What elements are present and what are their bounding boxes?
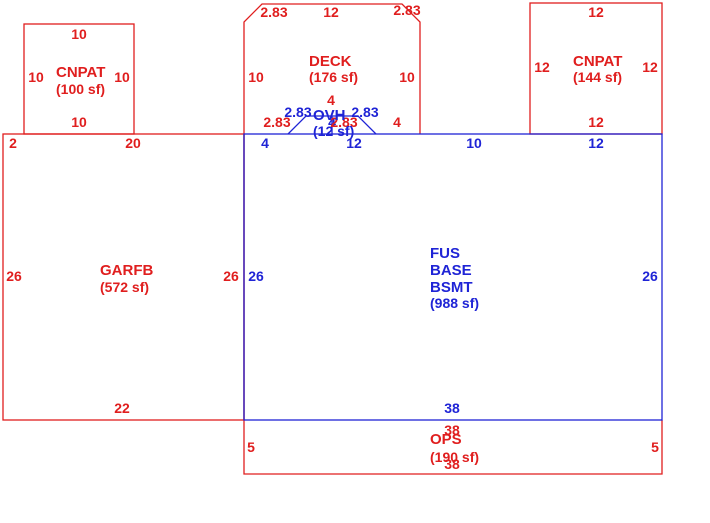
garfb-dim-top: 20 [125, 135, 141, 151]
fus-dim-top-left: 4 [261, 135, 269, 151]
deck-dim-left: 10 [248, 69, 264, 85]
cnpat-left-dim-right: 10 [114, 69, 130, 85]
deck-dim-chamfer-left: 2.83 [260, 4, 287, 20]
cnpat-right-name: CNPAT [573, 53, 622, 70]
ops-area: (190 sf) [430, 449, 479, 465]
fus-dim-top: 10 [466, 135, 482, 151]
cnpat-left-name: CNPAT [56, 64, 105, 81]
cnpat-left-dim-top: 10 [71, 26, 87, 42]
ops-dim-bottom: 38 [444, 456, 460, 472]
garfb-dim-right: 26 [223, 268, 239, 284]
ops-name: OPS [430, 431, 462, 448]
fus-dim-right: 26 [642, 268, 658, 284]
ops-dim-top: 38 [444, 422, 460, 438]
deck-dim-inner: 4 [327, 92, 335, 108]
fus-name-line-3: BSMT [430, 279, 473, 296]
cnpat-right-dim-bottom: 12 [588, 114, 604, 130]
deck-area: (176 sf) [309, 69, 358, 85]
fus-name-line-2: BASE [430, 262, 472, 279]
ops-dim-left: 5 [247, 439, 255, 455]
cnpat-right-dim-top: 12 [588, 4, 604, 20]
ovh-dim-right: 2.83 [351, 104, 378, 120]
ovh-dim-center: 4 [328, 114, 336, 130]
ovh-area: (12 sf) [313, 123, 354, 139]
deck-dim-top: 12 [323, 4, 339, 20]
ops-dim-right: 5 [651, 439, 659, 455]
deck-name: DECK [309, 53, 352, 70]
fus-area: (988 sf) [430, 295, 479, 311]
garfb-dim-left: 26 [6, 268, 22, 284]
fus-outline [243, 133, 663, 421]
cnpat-right-dim-left: 12 [534, 59, 550, 75]
fus-dim-left: 26 [248, 268, 264, 284]
cnpat-right-dim-right: 12 [642, 59, 658, 75]
fus-name-line-1: FUS [430, 245, 460, 262]
ovh-dim-red: 2.83 [330, 114, 357, 130]
ovh-name: OVH [313, 107, 346, 124]
garfb-dim-bottom: 22 [114, 400, 130, 416]
deck-dim-right: 10 [399, 69, 415, 85]
cnpat-right-area: (144 sf) [573, 69, 622, 85]
ovh-dim-left: 2.83 [284, 104, 311, 120]
ovh-dim-bottom: 12 [346, 135, 362, 151]
garfb-dim-corner: 2 [9, 135, 17, 151]
deck-dim-bottom-chamfer: 2.83 [263, 114, 290, 130]
deck-dim-chamfer-right: 2.83 [393, 2, 420, 18]
cnpat-left-dim-left: 10 [28, 69, 44, 85]
deck-outline [243, 3, 421, 134]
fus-dim-bottom: 38 [444, 400, 460, 416]
garfb-area: (572 sf) [100, 279, 149, 295]
deck-dim-bottom-right: 4 [393, 114, 401, 130]
fus-dim-top-right: 12 [588, 135, 604, 151]
garfb-name: GARFB [100, 262, 153, 279]
cnpat-left-area: (100 sf) [56, 81, 105, 97]
cnpat-left-dim-bottom: 10 [71, 114, 87, 130]
